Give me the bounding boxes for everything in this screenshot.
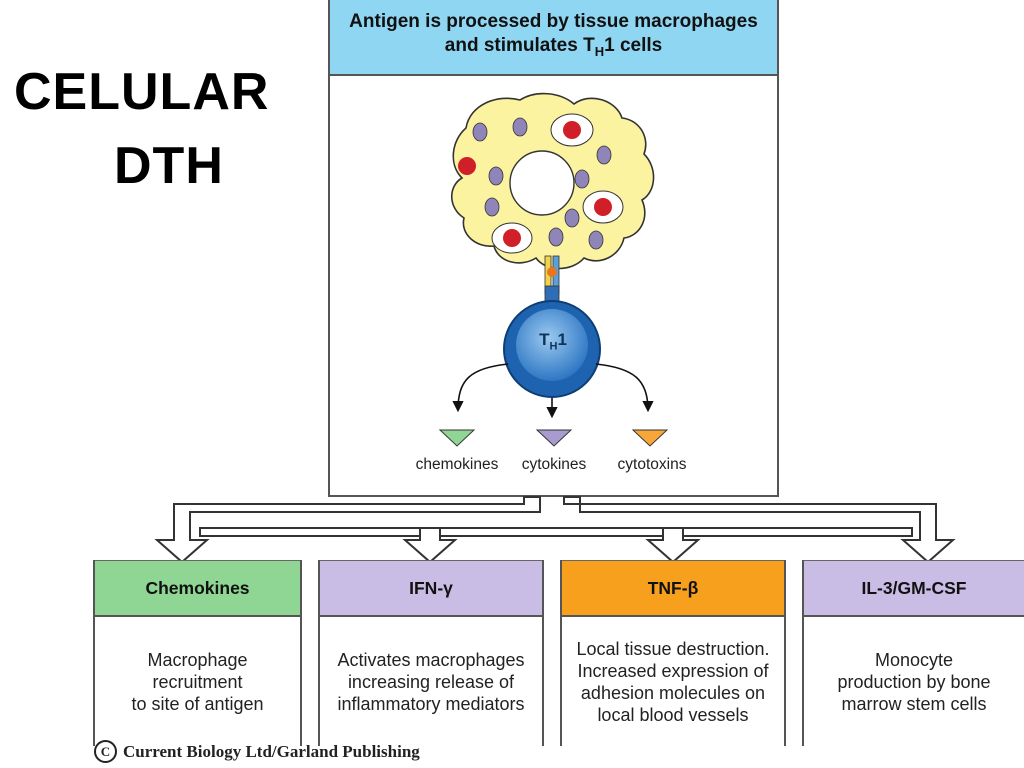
panel-il3-gmcsf: IL-3/GM-CSF Monocyte production by bone … <box>802 560 1024 746</box>
panel-chemokines-title: Chemokines <box>95 560 300 617</box>
antigen-vesicles <box>458 113 624 254</box>
cytotoxins-triangle <box>631 429 669 447</box>
process-header: Antigen is processed by tissue macrophag… <box>330 0 777 76</box>
panel-tnf-beta: TNF-β Local tissue destruction. Increase… <box>560 560 786 746</box>
panel-tnf-beta-title: TNF-β <box>562 560 784 617</box>
granules <box>472 117 612 250</box>
slide-title-line2: DTH <box>114 137 224 195</box>
panel-il3-gmcsf-text: Monocyte production by bone marrow stem … <box>837 649 991 714</box>
process-header-line2: and stimulates TH1 cells <box>444 35 663 59</box>
process-header-line1: Antigen is processed by tissue macrophag… <box>349 11 758 33</box>
distribution-arrows <box>154 496 956 564</box>
slide-title-line1: CELULAR <box>14 63 270 121</box>
th1-nucleus <box>516 309 588 381</box>
panel-ifn-gamma-text: Activates macrophages increasing release… <box>337 649 525 714</box>
panel-chemokines: Chemokines Macrophage recruitment to sit… <box>93 560 302 746</box>
chemokines-triangle <box>438 429 476 447</box>
secretion-arrows <box>452 363 654 419</box>
panel-ifn-gamma: IFN-γ Activates macrophages increasing r… <box>318 560 544 746</box>
cytokines-triangle <box>535 429 573 447</box>
copyright-notice: C Current Biology Ltd/Garland Publishing <box>94 740 420 763</box>
copyright-text: Current Biology Ltd/Garland Publishing <box>123 742 420 761</box>
macrophage-nucleus <box>509 150 575 216</box>
chemokines-label: chemokines <box>415 456 499 473</box>
panel-chemokines-text: Macrophage recruitment to site of antige… <box>131 649 264 714</box>
cytokines-label: cytokines <box>521 456 587 473</box>
panel-tnf-beta-text: Local tissue destruction. Increased expr… <box>576 638 770 725</box>
cytotoxins-label: cytotoxins <box>617 456 687 473</box>
panel-il3-gmcsf-title: IL-3/GM-CSF <box>804 560 1024 617</box>
antigen-processing-box: Antigen is processed by tissue macrophag… <box>328 0 779 497</box>
copyright-icon: C <box>94 740 117 763</box>
panel-ifn-gamma-title: IFN-γ <box>320 560 542 617</box>
mhc-tcr-complex <box>544 255 560 305</box>
th1-label: TH1 <box>539 330 567 353</box>
